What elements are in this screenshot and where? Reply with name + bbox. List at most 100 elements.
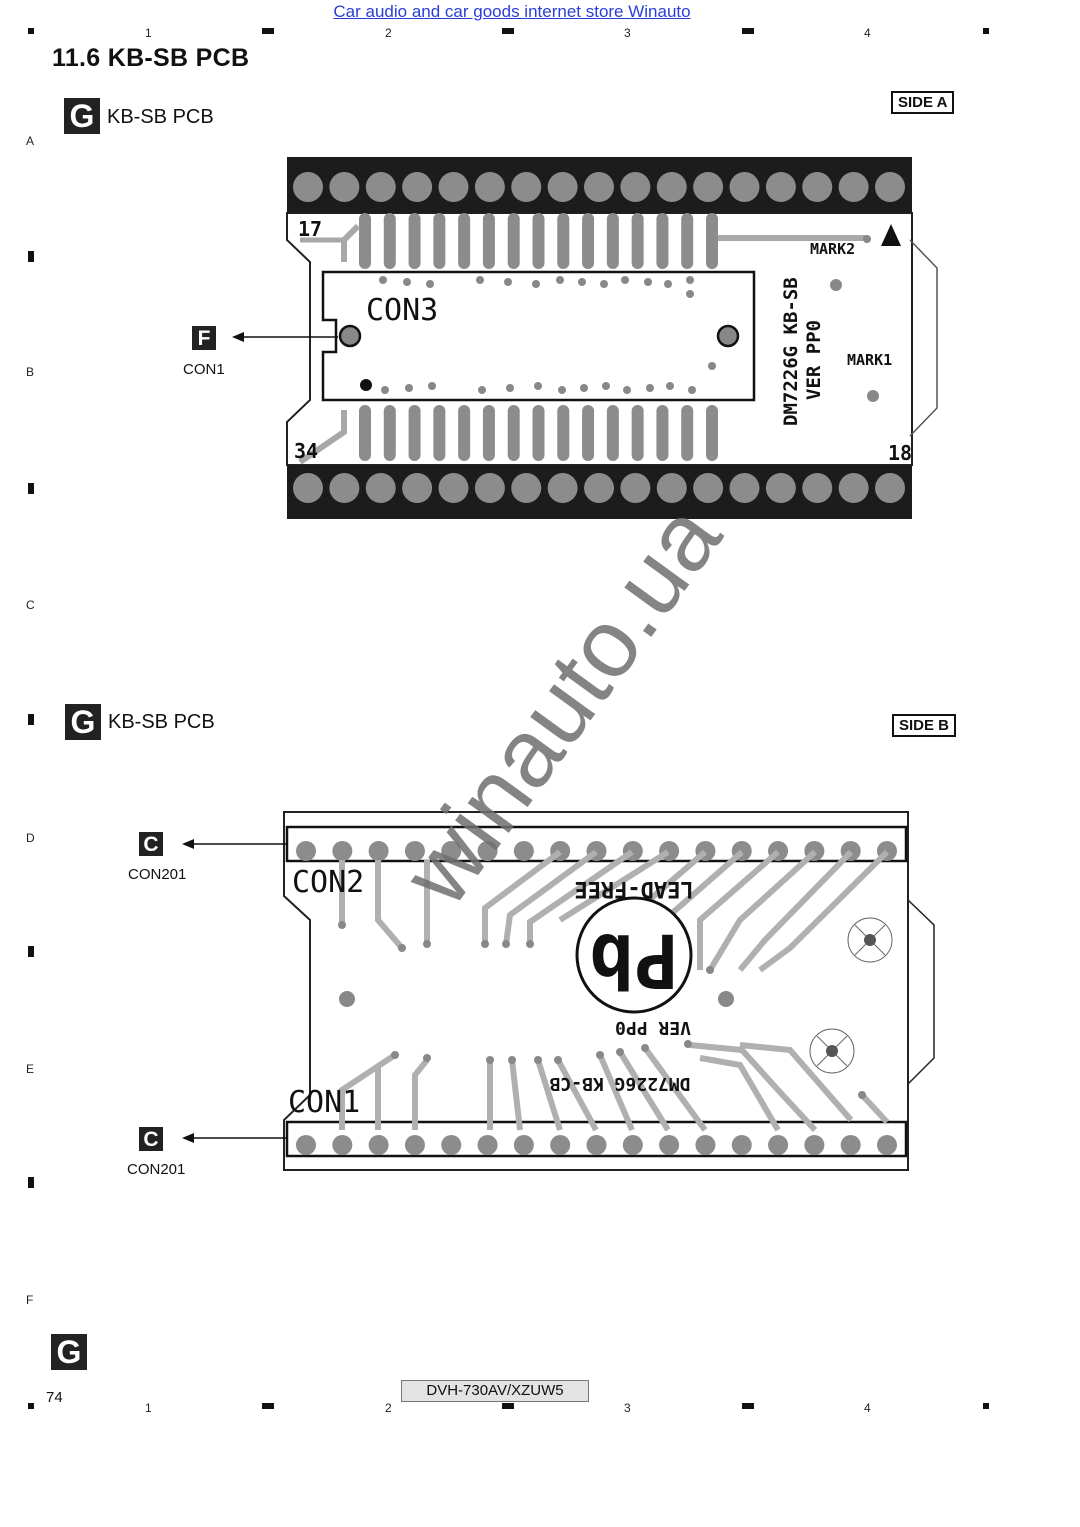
finger [359, 213, 371, 269]
ver-text: VER PP0 [615, 1017, 691, 1038]
via [478, 386, 486, 394]
page-number: 74 [46, 1389, 63, 1406]
con201-bottom-label: CON201 [127, 1161, 186, 1178]
row-letter-a: A [26, 134, 35, 148]
via [664, 280, 672, 288]
finger [408, 405, 421, 461]
finger [606, 405, 619, 461]
via [381, 386, 389, 394]
via [379, 276, 387, 284]
registration-mark [28, 714, 34, 725]
side-a-title: KB-SB PCB [107, 106, 214, 128]
registration-mark [502, 1403, 514, 1409]
finger [408, 213, 421, 269]
pad [547, 473, 578, 503]
column-number-3: 3 [624, 26, 631, 40]
via [580, 384, 588, 392]
pb-free-logo [575, 896, 693, 1014]
pad [729, 473, 760, 503]
pad [332, 1135, 353, 1155]
finger [532, 405, 545, 461]
finger [557, 213, 570, 269]
registration-mark [28, 483, 34, 494]
pad [365, 473, 396, 503]
finger [656, 405, 669, 461]
mark2-label: MARK2 [810, 240, 855, 258]
con2-label: CON2 [292, 865, 364, 900]
pad [404, 841, 425, 861]
pad [477, 1135, 498, 1155]
finger [681, 213, 694, 269]
pad [404, 1135, 425, 1155]
board-id-text: DM7226G KB-CB [549, 1073, 690, 1094]
via [708, 362, 716, 370]
via [405, 384, 413, 392]
finger [482, 405, 495, 461]
side-a-pcb: 17 34 18 CON3 MARK2 MARK1 DM7226G KB-SB … [232, 157, 938, 519]
registration-mark [28, 28, 34, 34]
pad [513, 841, 534, 861]
registration-mark [262, 28, 274, 34]
finger [706, 405, 718, 461]
pad [802, 172, 833, 202]
pad [731, 1135, 752, 1155]
via [686, 290, 694, 298]
g-badge-footer: G [51, 1334, 87, 1370]
row-letter-c: C [26, 598, 35, 612]
pad [622, 1135, 643, 1155]
side-a-label: SIDE A [891, 91, 955, 114]
via [532, 280, 540, 288]
model-number: DVH-730AV/XZUW5 [401, 1380, 589, 1402]
g-badge-side-a: G [64, 98, 100, 134]
column-number-2-bottom: 2 [385, 1401, 392, 1415]
via [600, 280, 608, 288]
store-link[interactable]: Car audio and car goods internet store W… [333, 2, 691, 21]
pad [659, 1135, 680, 1155]
side-b-pcb: Pb CON2 CON1 LEAD-FREE VER PP0 DM7226G K… [182, 811, 935, 1171]
pad [584, 473, 614, 503]
pad [875, 172, 905, 202]
registration-mark [983, 28, 989, 34]
registration-mark [28, 251, 34, 262]
pad [368, 1135, 389, 1155]
finger [433, 213, 446, 269]
column-number-3-bottom: 3 [624, 1401, 631, 1415]
pad [438, 473, 469, 503]
board-id-line2: VER PP0 [803, 320, 825, 400]
pad [368, 841, 389, 861]
pad [550, 1135, 571, 1155]
pad [441, 1135, 462, 1155]
registration-mark [28, 1403, 34, 1409]
registration-mark [983, 1403, 989, 1409]
pad [802, 473, 833, 503]
pin-label-34: 34 [294, 439, 318, 463]
column-number-1: 1 [145, 26, 152, 40]
finger [656, 213, 669, 269]
pad [768, 1135, 789, 1155]
pad [332, 841, 353, 861]
finger [532, 213, 545, 269]
side-b-label: SIDE B [892, 714, 957, 737]
pad [840, 1135, 861, 1155]
via [688, 386, 696, 394]
via [623, 386, 631, 394]
pad [474, 172, 505, 202]
pad [296, 841, 316, 861]
con1-label: CON1 [288, 1085, 360, 1120]
finger [631, 213, 644, 269]
via [646, 384, 654, 392]
board-id-line1: DM7226G KB-SB [780, 277, 802, 426]
pin-label-18: 18 [888, 441, 912, 465]
finger [359, 405, 371, 461]
finger [681, 405, 694, 461]
column-number-4: 4 [864, 26, 871, 40]
finger [582, 213, 595, 269]
pad [693, 172, 724, 202]
lead-free-text: LEAD-FREE [574, 876, 693, 901]
pad [329, 172, 360, 202]
finger [458, 213, 471, 269]
pad [620, 172, 651, 202]
pad [838, 172, 869, 202]
pad [620, 473, 651, 503]
c-badge-bottom: C [139, 1127, 163, 1151]
